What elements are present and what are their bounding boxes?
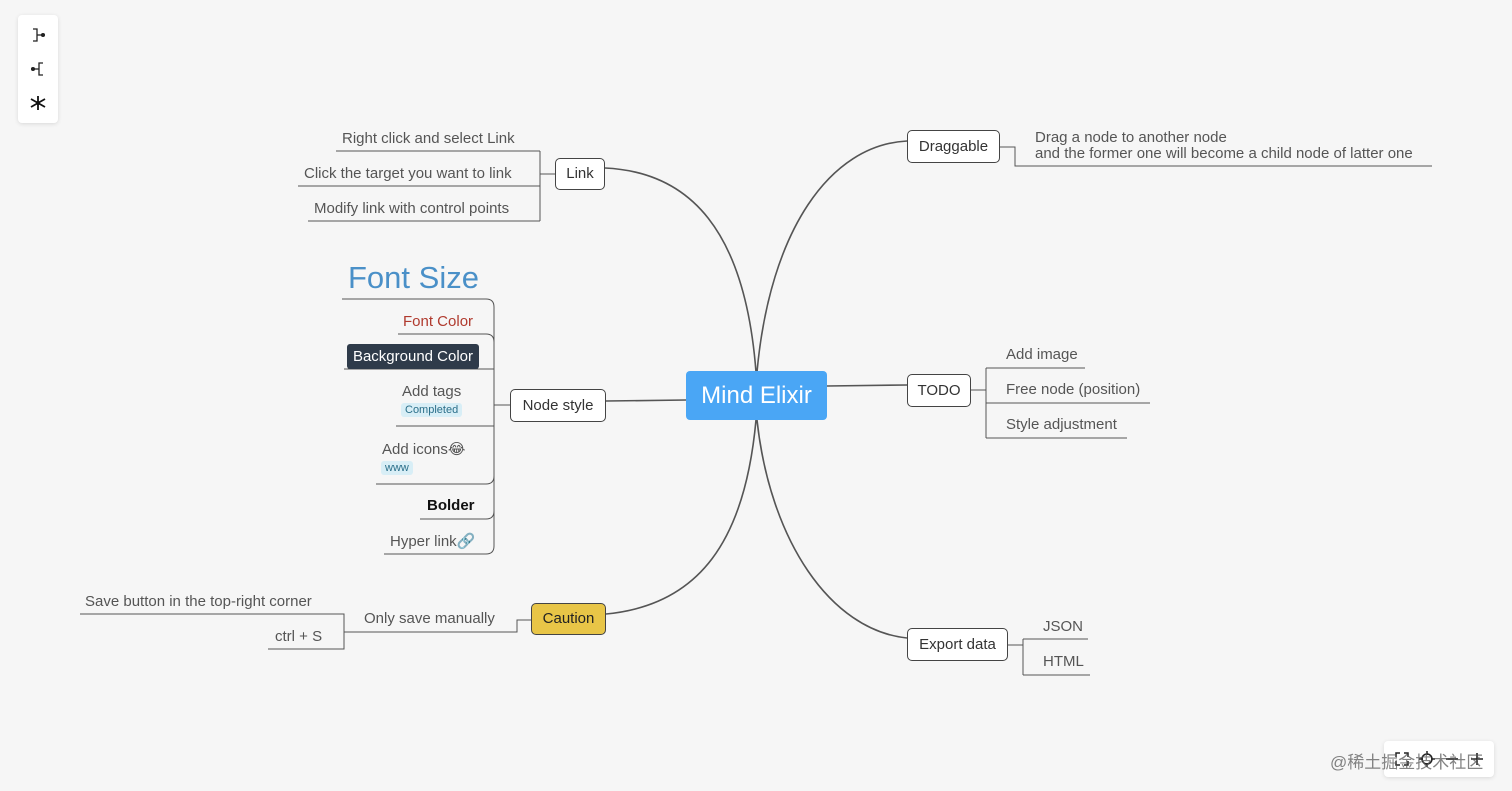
export-data-node[interactable]: Export data bbox=[907, 628, 1008, 661]
todo-child-1[interactable]: Add image bbox=[1006, 346, 1078, 363]
node-style-node[interactable]: Node style bbox=[510, 389, 606, 422]
center-icon[interactable] bbox=[1417, 749, 1437, 769]
todo-node[interactable]: TODO bbox=[907, 374, 971, 407]
link-child-2[interactable]: Click the target you want to link bbox=[304, 165, 512, 182]
only-save-manually-node[interactable]: Only save manually bbox=[364, 610, 495, 627]
link-child-3[interactable]: Modify link with control points bbox=[314, 200, 510, 217]
export-html-node[interactable]: HTML bbox=[1043, 653, 1084, 670]
hyper-link-node[interactable]: Hyper link🔗 bbox=[390, 533, 476, 550]
background-color-node[interactable]: Background Color bbox=[347, 344, 479, 369]
font-color-node[interactable]: Font Color bbox=[403, 313, 474, 330]
draggable-child-line-1: Drag a node to another node bbox=[1035, 129, 1227, 146]
zoom-in-icon[interactable] bbox=[1467, 749, 1487, 769]
fullscreen-icon[interactable] bbox=[1392, 749, 1412, 769]
add-icons-node[interactable]: Add icons😂 bbox=[382, 441, 466, 458]
tag-completed: Completed bbox=[401, 403, 463, 417]
tag-www: www bbox=[381, 461, 413, 475]
todo-child-3[interactable]: Style adjustment bbox=[1006, 416, 1117, 433]
save-button-hint-node[interactable]: Save button in the top-right corner bbox=[85, 593, 312, 610]
export-json-node[interactable]: JSON bbox=[1043, 618, 1084, 635]
zoom-out-icon[interactable] bbox=[1442, 749, 1462, 769]
todo-child-2[interactable]: Free node (position) bbox=[1006, 381, 1141, 398]
link-node[interactable]: Link bbox=[555, 158, 605, 190]
add-tags-node[interactable]: Add tags bbox=[402, 383, 462, 400]
draggable-child-line-2: and the former one will become a child n… bbox=[1035, 145, 1413, 162]
caution-node[interactable]: Caution bbox=[531, 603, 606, 635]
layout-side-icon[interactable] bbox=[28, 93, 48, 113]
draggable-node[interactable]: Draggable bbox=[907, 130, 1000, 163]
layout-toolbar bbox=[18, 15, 58, 123]
font-size-node[interactable]: Font Size bbox=[348, 260, 479, 295]
layout-right-icon[interactable] bbox=[28, 25, 48, 45]
bolder-node[interactable]: Bolder bbox=[427, 497, 475, 514]
link-child-1[interactable]: Right click and select Link bbox=[342, 130, 515, 147]
layout-left-icon[interactable] bbox=[28, 59, 48, 79]
zoom-toolbar bbox=[1384, 741, 1494, 777]
watermark: @稀土掘金技术社区 bbox=[1330, 753, 1484, 772]
draggable-child-node[interactable]: Drag a node to another node and the form… bbox=[1035, 130, 1413, 162]
ctrl-s-node[interactable]: ctrl + S bbox=[275, 628, 323, 645]
root-node[interactable]: Mind Elixir bbox=[686, 371, 827, 420]
